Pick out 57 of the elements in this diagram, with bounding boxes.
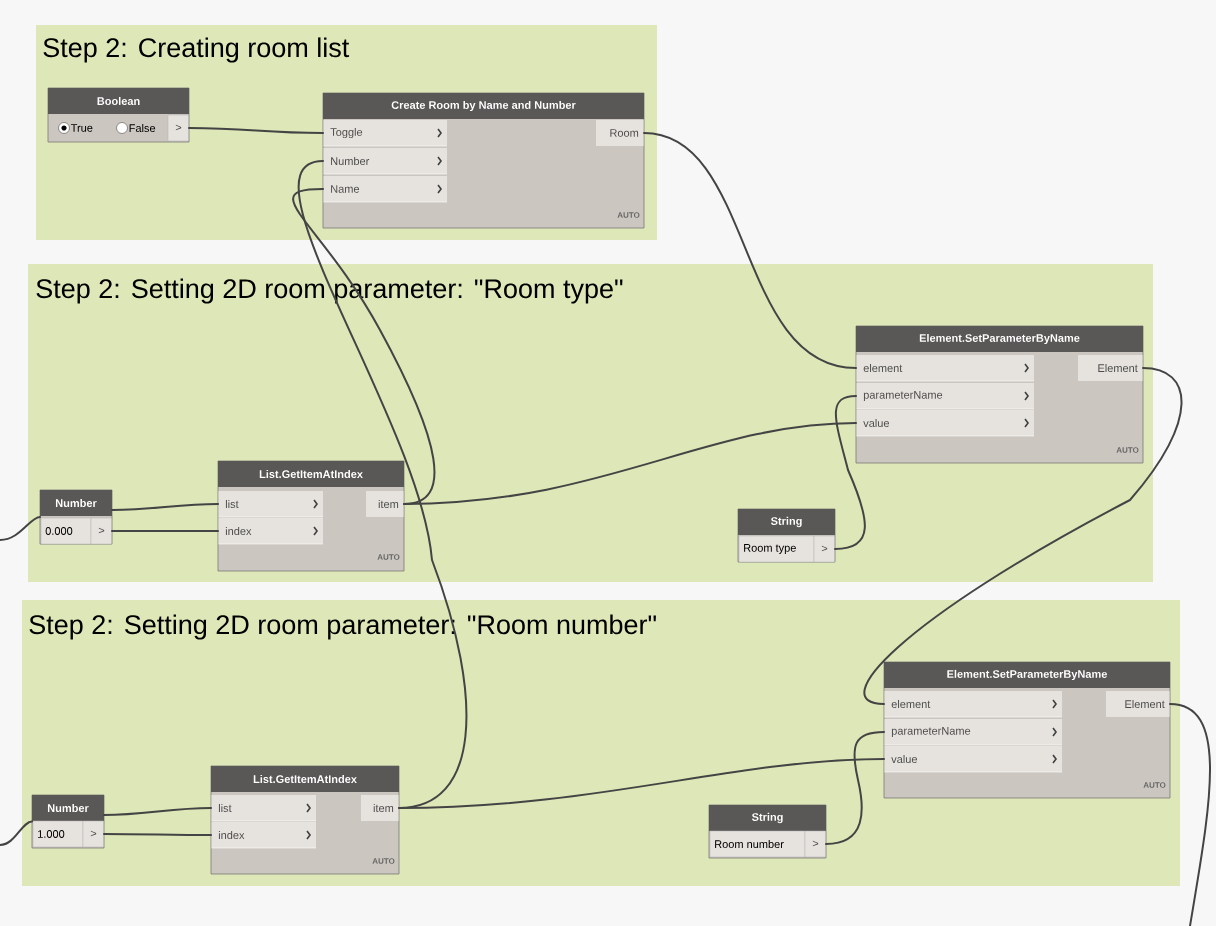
node-title: Number: [55, 498, 97, 508]
lacing-label: AUTO: [377, 554, 400, 560]
node-title: Number: [47, 803, 89, 813]
node-title: String: [751, 812, 783, 824]
wire: [0, 820, 33, 846]
node-title: Element.SetParameterByName: [947, 669, 1107, 681]
node-title: List.GetItemAtIndex: [253, 774, 357, 784]
output-port: Element: [1078, 355, 1143, 381]
wire: [111, 530, 219, 532]
input-port: parameterName: [884, 719, 1063, 746]
output-port-button: >: [167, 114, 189, 142]
wire: [0, 516, 41, 541]
lacing-label: AUTO: [1116, 447, 1139, 453]
input-port: element: [856, 355, 1035, 382]
input-port: value: [856, 410, 1035, 437]
radio-button: False: [116, 122, 156, 134]
wire: [834, 395, 866, 550]
wire: [1169, 703, 1211, 926]
radio-button: True: [58, 122, 93, 134]
node-title: Create Room by Name and Number: [391, 100, 576, 112]
input-port: index: [218, 518, 324, 545]
output-port-button: >: [813, 535, 835, 563]
lacing-label: AUTO: [617, 212, 640, 218]
node-title: Element.SetParameterByName: [919, 333, 1080, 345]
input-port: list: [211, 795, 317, 822]
output-port-button: >: [804, 830, 826, 858]
output-port: Room: [596, 120, 644, 146]
input-port: parameterName: [856, 383, 1035, 410]
node-title: List.GetItemAtIndex: [259, 469, 363, 479]
wire: [863, 367, 1183, 705]
lacing-label: AUTO: [1143, 782, 1166, 788]
output-port-button: >: [82, 820, 104, 848]
wire: [111, 503, 219, 511]
output-port: Element: [1106, 691, 1170, 717]
wire: [292, 188, 436, 505]
input-port: list: [218, 491, 324, 518]
wire: [643, 132, 857, 369]
node-title: Boolean: [97, 96, 140, 106]
output-port-button: >: [90, 517, 112, 545]
wire: [103, 833, 212, 836]
input-port: index: [211, 822, 317, 849]
node-title: String: [770, 516, 802, 528]
wire: [103, 807, 212, 816]
output-port: item: [361, 795, 399, 821]
input-port: element: [884, 691, 1063, 718]
wire: [298, 160, 468, 809]
wire: [188, 127, 324, 134]
wire: [398, 758, 885, 809]
input-port: Number: [323, 148, 448, 175]
wire: [403, 422, 857, 505]
input-port: Name: [323, 176, 448, 203]
wire: [825, 731, 885, 845]
lacing-label: AUTO: [372, 858, 395, 864]
group-title: Step 2: Creating room list: [43, 37, 350, 63]
input-port: Toggle: [323, 120, 448, 147]
input-port: value: [884, 746, 1063, 773]
output-port: item: [366, 491, 404, 517]
